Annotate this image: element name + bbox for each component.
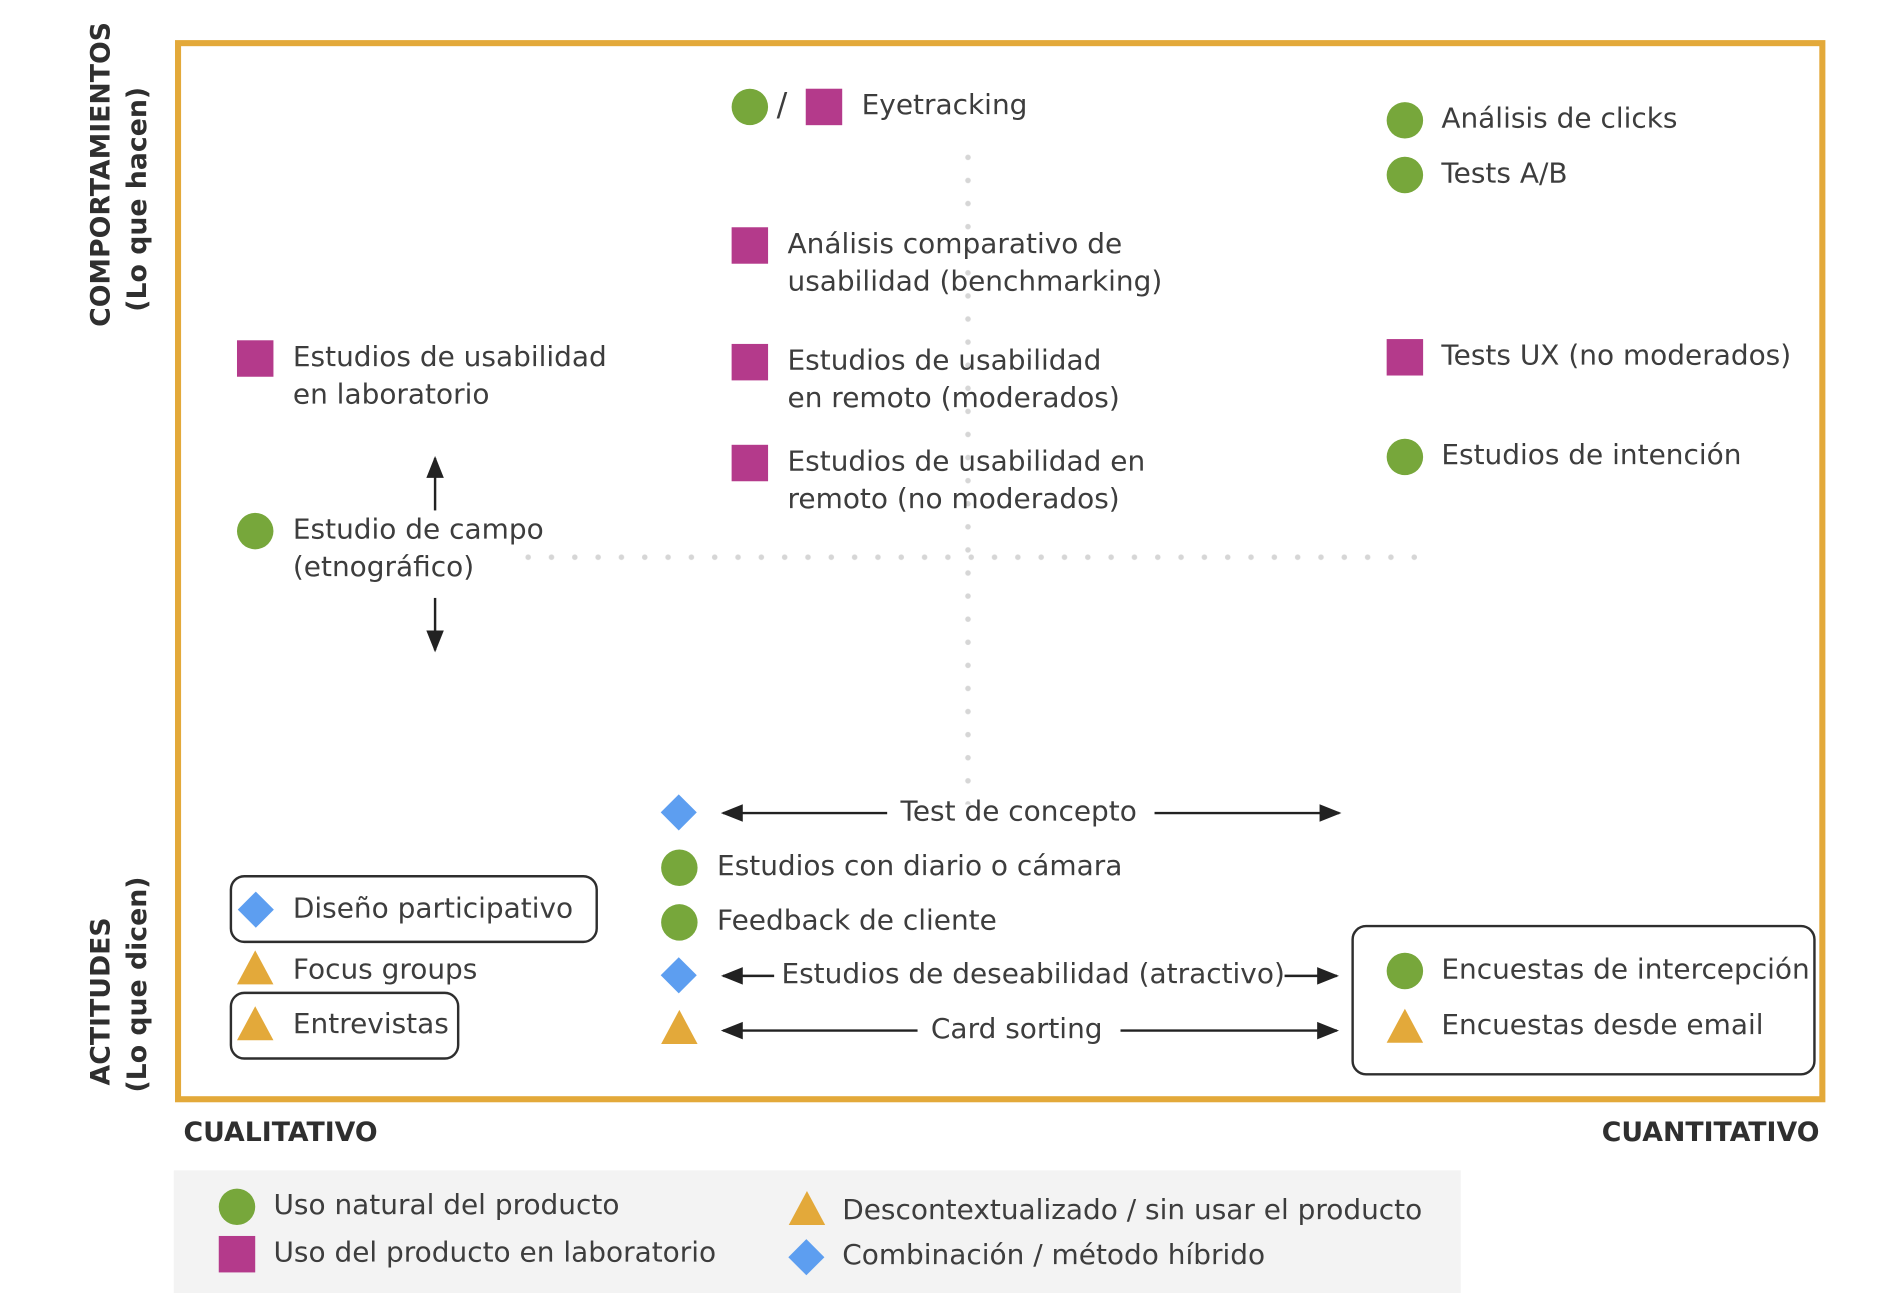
natural-use-circle-icon xyxy=(1386,102,1424,139)
y-axis-bottom-title: ACTITUDES xyxy=(86,917,117,1086)
method-diary-studies: Estudios con diario o cámara xyxy=(717,850,1123,883)
natural-use-circle-icon xyxy=(1386,438,1424,476)
x-axis-right-label: CUANTITATIVO xyxy=(1601,1118,1820,1149)
method-benchmarking-line-1: Análisis comparativo de xyxy=(787,228,1123,261)
natural-use-circle-icon xyxy=(731,88,769,126)
decontextualized-triangle-icon xyxy=(236,1006,274,1041)
method-intent-studies: Estudios de intención xyxy=(1441,439,1742,472)
y-axis-bottom-subtitle: (Lo que dicen) xyxy=(122,876,154,1093)
method-remote-moderated-line-2: en remoto (moderados) xyxy=(787,382,1120,415)
decontextualized-triangle-icon xyxy=(788,1190,826,1226)
method-concept-test: Test de concepto xyxy=(900,796,1137,828)
method-benchmarking-line-2: usabilidad (benchmarking) xyxy=(787,266,1163,298)
method-ux-unmoderated: Tests UX (no moderados) xyxy=(1441,340,1792,372)
legend-decontextualized: Descontextualizado / sin usar el product… xyxy=(842,1194,1423,1227)
y-axis-top-label: COMPORTAMIENTOS (Lo que hacen) xyxy=(84,22,157,327)
horizontal-dotted-axis xyxy=(516,554,1426,561)
natural-use-circle-icon xyxy=(218,1188,256,1226)
method-field-study-line-1: Estudio de campo xyxy=(292,514,544,546)
natural-use-circle-icon xyxy=(1386,952,1424,990)
method-participatory-design: Diseño participativo xyxy=(292,893,574,925)
vertical-dotted-axis xyxy=(964,145,972,805)
legend-hybrid: Combinación / método híbrido xyxy=(842,1239,1266,1272)
legend-natural-use: Uso natural del producto xyxy=(273,1189,620,1222)
natural-use-circle-icon xyxy=(236,512,274,550)
y-axis-bottom-label: ACTITUDES (Lo que dicen) xyxy=(84,876,157,1093)
method-email-surveys: Encuestas desde email xyxy=(1441,1009,1764,1042)
lab-use-square-icon xyxy=(731,343,769,381)
natural-use-circle-icon xyxy=(661,849,698,886)
method-card-sorting: Card sorting xyxy=(930,1013,1103,1046)
method-customer-feedback: Feedback de cliente xyxy=(717,905,997,937)
legend: Uso natural del producto Uso del product… xyxy=(173,1170,1461,1293)
lab-use-square-icon xyxy=(731,444,769,482)
method-field-study-line-2: (etnográfico) xyxy=(292,551,475,584)
method-lab-usability-line-2: en laboratorio xyxy=(292,379,490,411)
interviews-box xyxy=(229,991,460,1060)
y-axis-top-subtitle: (Lo que hacen) xyxy=(122,86,154,312)
eyetracking-slash: / xyxy=(776,87,788,124)
method-lab-usability-line-1: Estudios de usabilidad xyxy=(292,341,607,374)
method-eyetracking: Eyetracking xyxy=(861,89,1028,122)
decontextualized-triangle-icon xyxy=(236,950,274,985)
quadrant-frame xyxy=(175,40,1826,1103)
lab-use-square-icon xyxy=(218,1235,256,1273)
natural-use-circle-icon xyxy=(1386,156,1424,194)
decontextualized-triangle-icon xyxy=(661,1009,698,1044)
natural-use-circle-icon xyxy=(661,904,698,941)
lab-use-square-icon xyxy=(236,340,274,377)
method-focus-groups: Focus groups xyxy=(292,954,478,986)
lab-use-square-icon xyxy=(1386,339,1424,376)
method-desirability-studies: Estudios de deseabilidad (atractivo) xyxy=(781,958,1285,991)
surveys-box xyxy=(1351,924,1816,1076)
method-interviews: Entrevistas xyxy=(292,1008,449,1041)
participatory-design-box xyxy=(229,875,598,944)
method-remote-unmoderated-line-2: remoto (no moderados) xyxy=(787,483,1120,516)
method-click-analysis: Análisis de clicks xyxy=(1441,103,1678,135)
y-axis-top-title: COMPORTAMIENTOS xyxy=(86,21,117,327)
hybrid-diamond-icon xyxy=(788,1239,825,1276)
method-remote-unmoderated-line-1: Estudios de usabilidad en xyxy=(787,446,1146,478)
lab-use-square-icon xyxy=(731,227,769,264)
method-remote-moderated-line-1: Estudios de usabilidad xyxy=(787,345,1102,377)
lab-use-square-icon xyxy=(805,88,843,126)
x-axis-left-label: CUALITATIVO xyxy=(183,1118,378,1149)
method-intercept-surveys: Encuestas de intercepción xyxy=(1441,954,1810,986)
legend-lab-use: Uso del producto en laboratorio xyxy=(273,1237,717,1269)
decontextualized-triangle-icon xyxy=(1386,1008,1424,1043)
method-ab-tests: Tests A/B xyxy=(1441,157,1568,190)
